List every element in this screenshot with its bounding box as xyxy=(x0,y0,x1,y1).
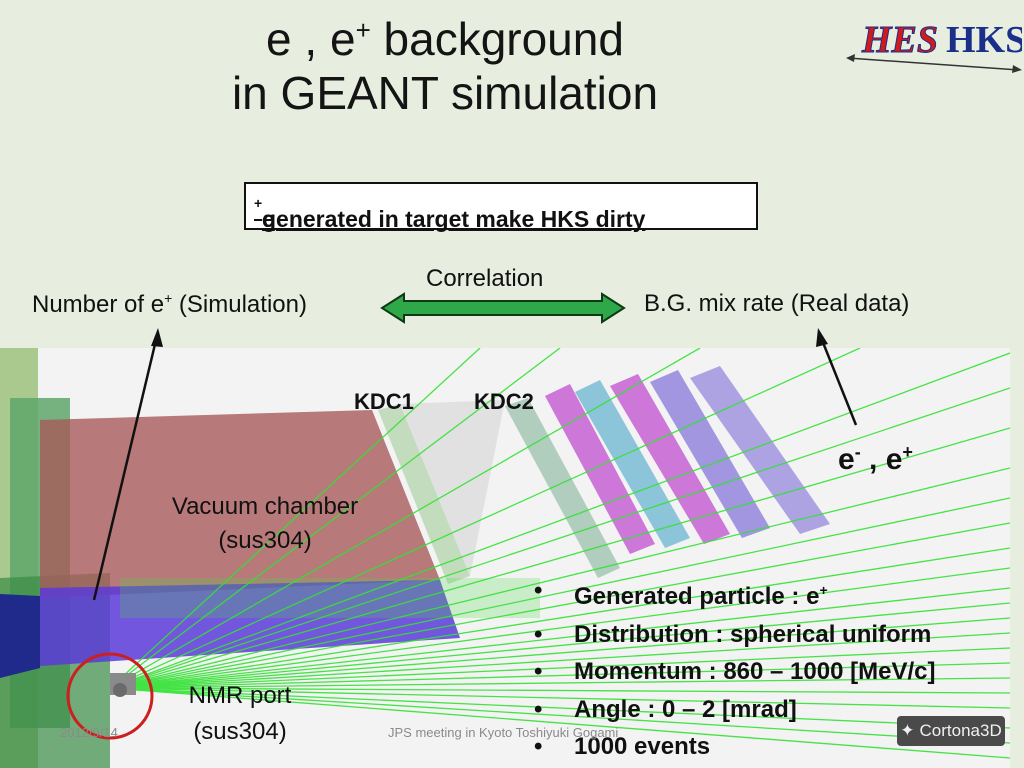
param-item: Distribution : spherical uniform xyxy=(534,616,935,654)
logo-text-hks: HKS xyxy=(946,19,1022,61)
hes-hks-logo: HES HKS xyxy=(846,19,1022,73)
geant-simulation-render xyxy=(0,348,1010,768)
callout-box: e+ generated in target make HKS dirty xyxy=(244,182,758,232)
simulation-count-label: Number of e+ (Simulation) xyxy=(32,290,307,318)
simulation-pointer-arrow xyxy=(92,339,158,601)
param-item: Momentum : 860 – 1000 [MeV/c] xyxy=(534,653,935,691)
simulation-parameters-list: Generated particle : e+ Distribution : s… xyxy=(534,572,935,766)
kdc1-label: KDC1 xyxy=(354,389,414,414)
title-line-2: in GEANT simulation xyxy=(231,67,659,119)
logo-text-hes: HES xyxy=(861,19,938,61)
param-item: Angle : 0 – 2 [mrad] xyxy=(534,691,935,729)
nmr-port-label: NMR port (sus304) xyxy=(188,682,292,745)
param-item: Generated particle : e+ xyxy=(534,572,935,616)
particles-label: e- , e+ xyxy=(838,442,913,476)
param-item: 1000 events xyxy=(534,728,935,766)
real-data-label: B.G. mix rate (Real data) xyxy=(644,290,910,317)
correlation-arrow xyxy=(380,292,626,324)
correlation-label: Correlation xyxy=(426,265,544,292)
footer-date: 2012/9/14 xyxy=(60,725,118,740)
cortona3d-badge[interactable]: ✦ Cortona3D xyxy=(897,716,1005,746)
slide-title: e , e+ background in GEANT simulation xyxy=(150,12,740,120)
kdc2-label: KDC2 xyxy=(474,389,534,414)
real-data-pointer-arrow xyxy=(820,339,858,426)
title-line-1: e , e+ background xyxy=(266,13,624,65)
callout-text: e+ generated in target make HKS dirty xyxy=(254,195,646,232)
cortona-logo-icon: ✦ xyxy=(900,721,915,740)
footer-meeting: JPS meeting in Kyoto Toshiyuki Gogami xyxy=(388,725,619,740)
vacuum-chamber-label: Vacuum chamber (sus304) xyxy=(171,493,359,554)
